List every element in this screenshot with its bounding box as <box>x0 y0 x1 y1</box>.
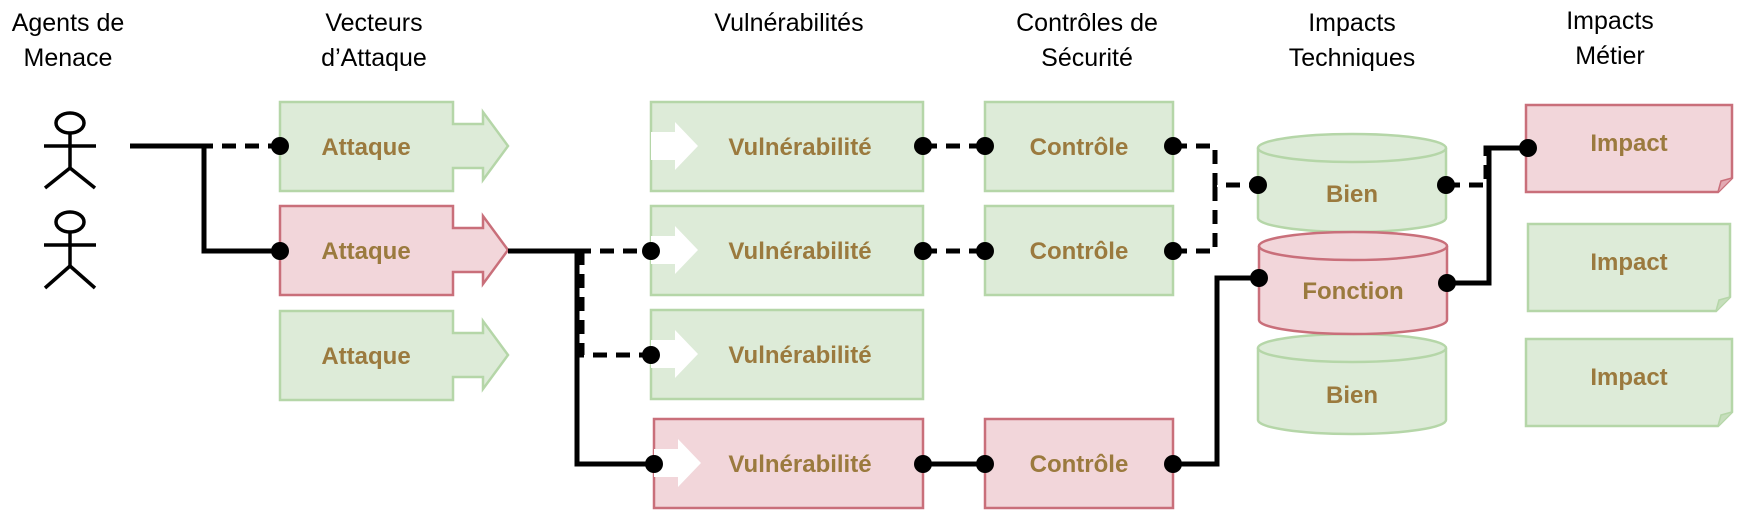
impact-label: Impact <box>1590 249 1667 276</box>
impact-note: Impact <box>1526 222 1732 313</box>
connector-dot <box>976 242 994 260</box>
attack-node: Attaque <box>278 100 510 193</box>
control-node: Contrôle <box>983 100 1175 193</box>
dashed-connector <box>1173 185 1218 254</box>
impact-note: Impact <box>1524 103 1734 194</box>
header-technical-impacts-line-2: Techniques <box>1289 44 1415 72</box>
asset-cylinder: Bien <box>1256 332 1448 436</box>
impact-note: Impact <box>1524 337 1734 428</box>
header-threat-agents-line-2: Menace <box>24 44 113 72</box>
attack-path-connectors <box>130 137 1537 473</box>
solid-connector <box>508 248 654 467</box>
attack-label: Attaque <box>321 134 410 161</box>
connector-dot <box>271 242 289 260</box>
solid-connector <box>1447 145 1526 286</box>
connector-dot <box>914 242 932 260</box>
connector-dot <box>642 242 660 260</box>
connector-dot <box>1249 176 1267 194</box>
connector-dot <box>1164 455 1182 473</box>
connector-dot <box>271 137 289 155</box>
vulnerability-label: Vulnérabilité <box>728 134 871 161</box>
connector-dot <box>645 455 663 473</box>
header-attack-vectors-line-2: d’Attaque <box>321 44 427 72</box>
threat-agent-icon <box>43 210 97 290</box>
attack-label: Attaque <box>321 343 410 370</box>
header-threat-agents-line-1: Agents de <box>12 9 125 37</box>
header-vulnerabilities: Vulnérabilités <box>714 9 863 37</box>
connector-dot <box>1437 176 1455 194</box>
vulnerability-node: Vulnérabilité <box>649 308 925 401</box>
vulnerability-label: Vulnérabilité <box>728 451 871 478</box>
connector-dot <box>1438 274 1456 292</box>
connector-dot <box>1164 137 1182 155</box>
connector-dot <box>1164 242 1182 260</box>
header-threat-agents: Agents de Menace <box>12 9 125 72</box>
impact-label: Impact <box>1590 130 1667 157</box>
attack-node: Attaque <box>278 309 510 402</box>
vulnerability-label: Vulnérabilité <box>728 238 871 265</box>
header-vulnerabilities-line-1: Vulnérabilités <box>714 9 863 37</box>
header-business-impacts-line-1: Impacts <box>1566 7 1654 35</box>
dashed-connector <box>1446 145 1526 188</box>
header-attack-vectors: Vecteurs d’Attaque <box>321 9 427 72</box>
threat-agent-icon <box>43 111 97 190</box>
asset-cylinder: Bien <box>1256 132 1448 234</box>
attack-node: Attaque <box>278 204 510 297</box>
function-label: Fonction <box>1302 278 1403 305</box>
vulnerability-node: Vulnérabilité <box>652 417 925 510</box>
connector-dot <box>642 346 660 364</box>
header-attack-vectors-line-1: Vecteurs <box>325 9 422 37</box>
impact-label: Impact <box>1590 364 1667 391</box>
header-security-controls-line-2: Sécurité <box>1041 44 1133 72</box>
dashed-connector <box>1173 143 1258 188</box>
connector-dot <box>976 455 994 473</box>
asset-label: Bien <box>1326 181 1378 208</box>
vulnerability-node: Vulnérabilité <box>649 100 925 193</box>
control-label: Contrôle <box>1030 238 1129 265</box>
connector-dot <box>914 137 932 155</box>
header-business-impacts: Impacts Métier <box>1566 7 1654 70</box>
control-label: Contrôle <box>1030 134 1129 161</box>
connector-dot <box>914 455 932 473</box>
dashed-connector <box>579 251 651 358</box>
attack-label: Attaque <box>321 238 410 265</box>
header-security-controls-line-1: Contrôles de <box>1016 9 1158 37</box>
header-technical-impacts: Impacts Techniques <box>1289 9 1415 72</box>
control-node: Contrôle <box>983 417 1175 510</box>
vulnerability-label: Vulnérabilité <box>728 342 871 369</box>
header-technical-impacts-line-1: Impacts <box>1308 9 1396 37</box>
connector-dot <box>976 137 994 155</box>
connector-dot <box>1250 269 1268 287</box>
solid-connector <box>130 143 280 254</box>
function-cylinder: Fonction <box>1257 230 1449 336</box>
control-node: Contrôle <box>983 204 1175 297</box>
vulnerability-node: Vulnérabilité <box>649 204 925 297</box>
solid-connector <box>1173 275 1259 467</box>
header-security-controls: Contrôles de Sécurité <box>1016 9 1158 72</box>
connector-dot <box>1519 139 1537 157</box>
header-business-impacts-line-2: Métier <box>1575 42 1644 70</box>
asset-label: Bien <box>1326 382 1378 409</box>
control-label: Contrôle <box>1030 451 1129 478</box>
